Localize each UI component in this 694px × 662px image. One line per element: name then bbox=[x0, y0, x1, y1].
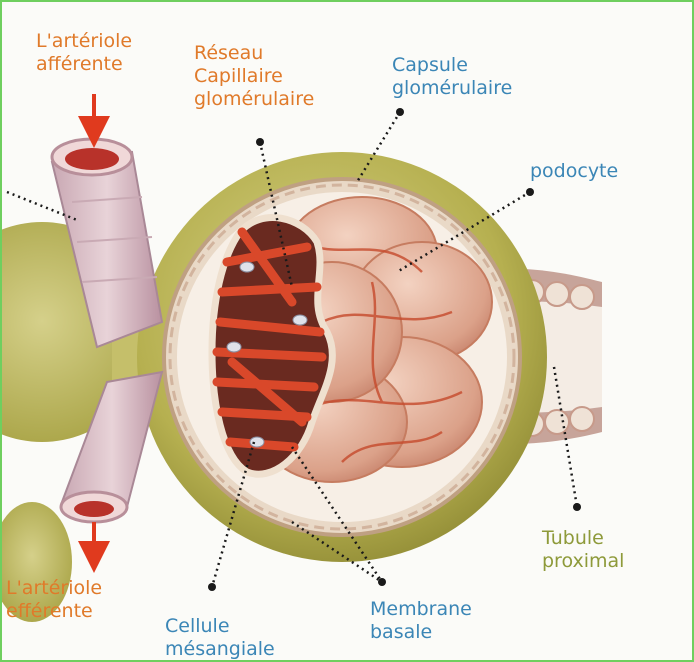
label-capsule-line1: Capsule bbox=[392, 54, 512, 77]
label-basal-membrane: Membrane basale bbox=[370, 598, 472, 644]
label-proximal-tubule: Tubule proximal bbox=[542, 527, 624, 573]
label-afferent-line1: L'artériole bbox=[36, 30, 132, 53]
label-efferent-line1: L'artériole bbox=[6, 577, 102, 600]
label-mesangial-line1: Cellule bbox=[165, 615, 275, 638]
label-capillary-line2: Capillaire bbox=[194, 65, 314, 88]
label-tubule-line1: Tubule bbox=[542, 527, 624, 550]
label-mesangial-line2: mésangiale bbox=[165, 638, 275, 661]
label-capillary-network: Réseau Capillaire glomérulaire bbox=[194, 42, 314, 111]
label-podocyte: podocyte bbox=[530, 160, 618, 183]
label-capillary-line1: Réseau bbox=[194, 42, 314, 65]
label-afferent-arteriole: L'artériole afférente bbox=[36, 30, 132, 76]
label-membrane-line2: basale bbox=[370, 621, 472, 644]
label-efferent-arteriole: L'artériole efférente bbox=[6, 577, 102, 623]
label-podocyte-line1: podocyte bbox=[530, 160, 618, 183]
label-mesangial-cell: Cellule mésangiale bbox=[165, 615, 275, 661]
label-capsule: Capsule glomérulaire bbox=[392, 54, 512, 100]
label-membrane-line1: Membrane bbox=[370, 598, 472, 621]
label-capsule-line2: glomérulaire bbox=[392, 77, 512, 100]
label-efferent-line2: efférente bbox=[6, 600, 102, 623]
label-tubule-line2: proximal bbox=[542, 550, 624, 573]
label-capillary-line3: glomérulaire bbox=[194, 88, 314, 111]
label-afferent-line2: afférente bbox=[36, 53, 132, 76]
